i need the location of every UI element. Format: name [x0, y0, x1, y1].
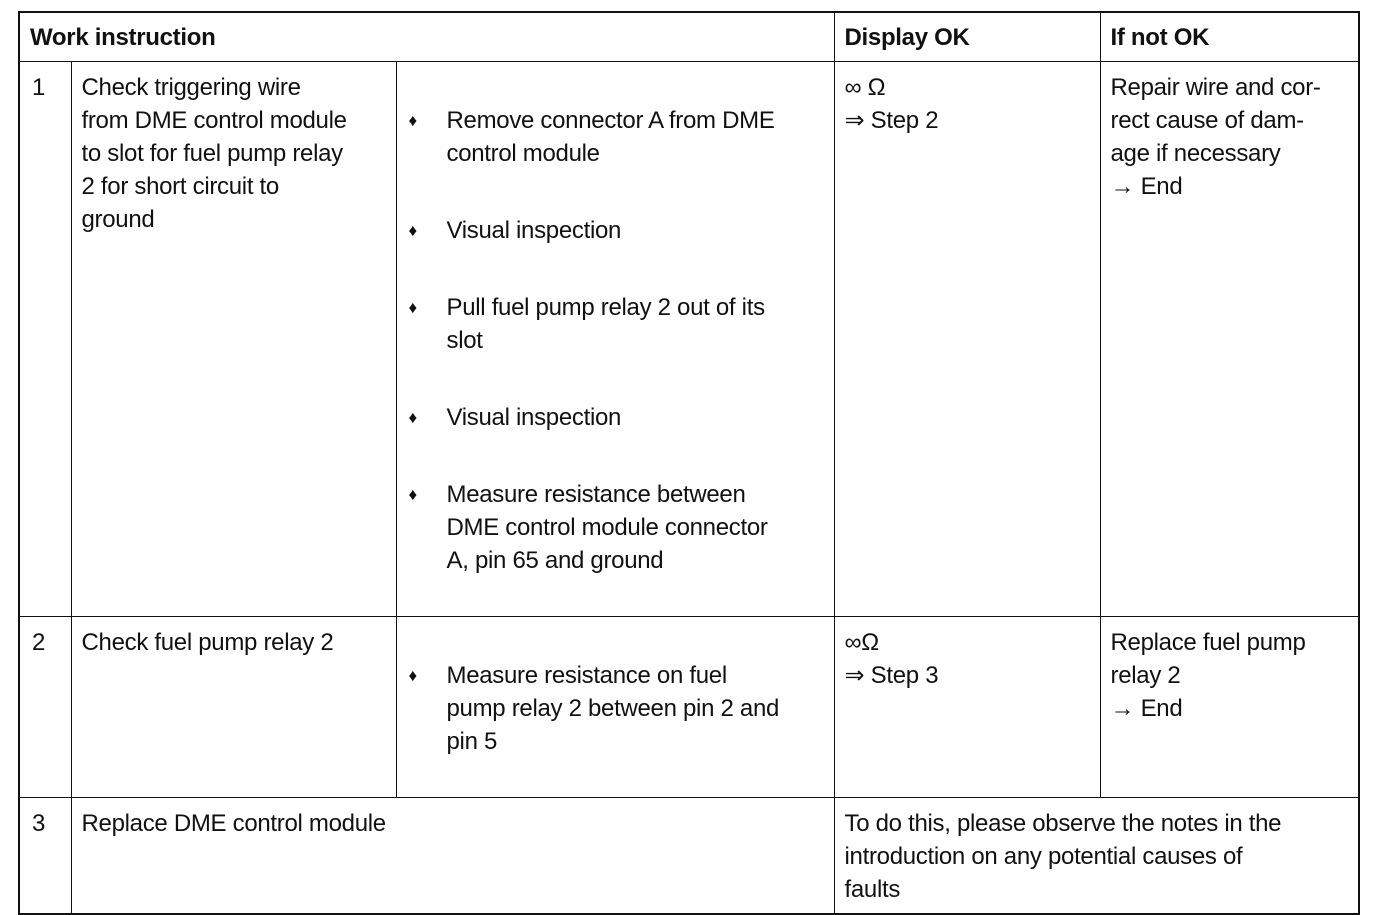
step-number: 3 — [18, 797, 72, 914]
step-task: Check triggering wire from DME control m… — [70, 61, 397, 617]
step-task: Replace DME control module — [70, 797, 835, 914]
step-number: 1 — [18, 61, 72, 617]
step-actions: ♦Remove connector A from DME control mod… — [395, 61, 835, 617]
display-ok-cell: ∞ Ω ⇒ Step 2 — [833, 61, 1101, 617]
table-row: 2 Check fuel pump relay 2 ♦Measure resis… — [18, 616, 1360, 798]
diamond-bullet-icon: ♦ — [408, 408, 418, 427]
if-not-ok-cell: Replace fuel pump relay 2 → End — [1099, 616, 1360, 798]
header-work-instruction: Work instruction — [18, 11, 835, 62]
diamond-bullet-icon: ♦ — [408, 221, 418, 240]
note-cell: To do this, please observe the notes in … — [833, 797, 1360, 914]
action-item: ♦Measure resistance on fuel pump relay 2… — [407, 659, 824, 758]
action-item: ♦Measure resistance between DME control … — [407, 478, 824, 577]
action-item: ♦Visual inspection — [407, 214, 824, 247]
diamond-bullet-icon: ♦ — [408, 666, 418, 685]
table-row: 1 Check triggering wire from DME control… — [18, 61, 1360, 617]
action-item: ♦Pull fuel pump relay 2 out of its slot — [407, 291, 824, 357]
step-task: Check fuel pump relay 2 — [70, 616, 397, 798]
table-row: 3 Replace DME control module To do this,… — [18, 797, 1360, 914]
header-if-not-ok: If not OK — [1099, 11, 1360, 62]
diamond-bullet-icon: ♦ — [408, 111, 418, 130]
work-instruction-table: Work instruction Display OK If not OK 1 … — [18, 11, 1360, 915]
action-item: ♦Visual inspection — [407, 401, 824, 434]
diamond-bullet-icon: ♦ — [408, 298, 418, 317]
step-actions: ♦Measure resistance on fuel pump relay 2… — [395, 616, 835, 798]
header-display-ok: Display OK — [833, 11, 1101, 62]
header-row: Work instruction Display OK If not OK — [18, 11, 1360, 62]
diamond-bullet-icon: ♦ — [408, 485, 418, 504]
step-number: 2 — [18, 616, 72, 798]
if-not-ok-cell: Repair wire and cor- rect cause of dam- … — [1099, 61, 1360, 617]
action-item: ♦Remove connector A from DME control mod… — [407, 104, 824, 170]
display-ok-cell: ∞Ω ⇒ Step 3 — [833, 616, 1101, 798]
